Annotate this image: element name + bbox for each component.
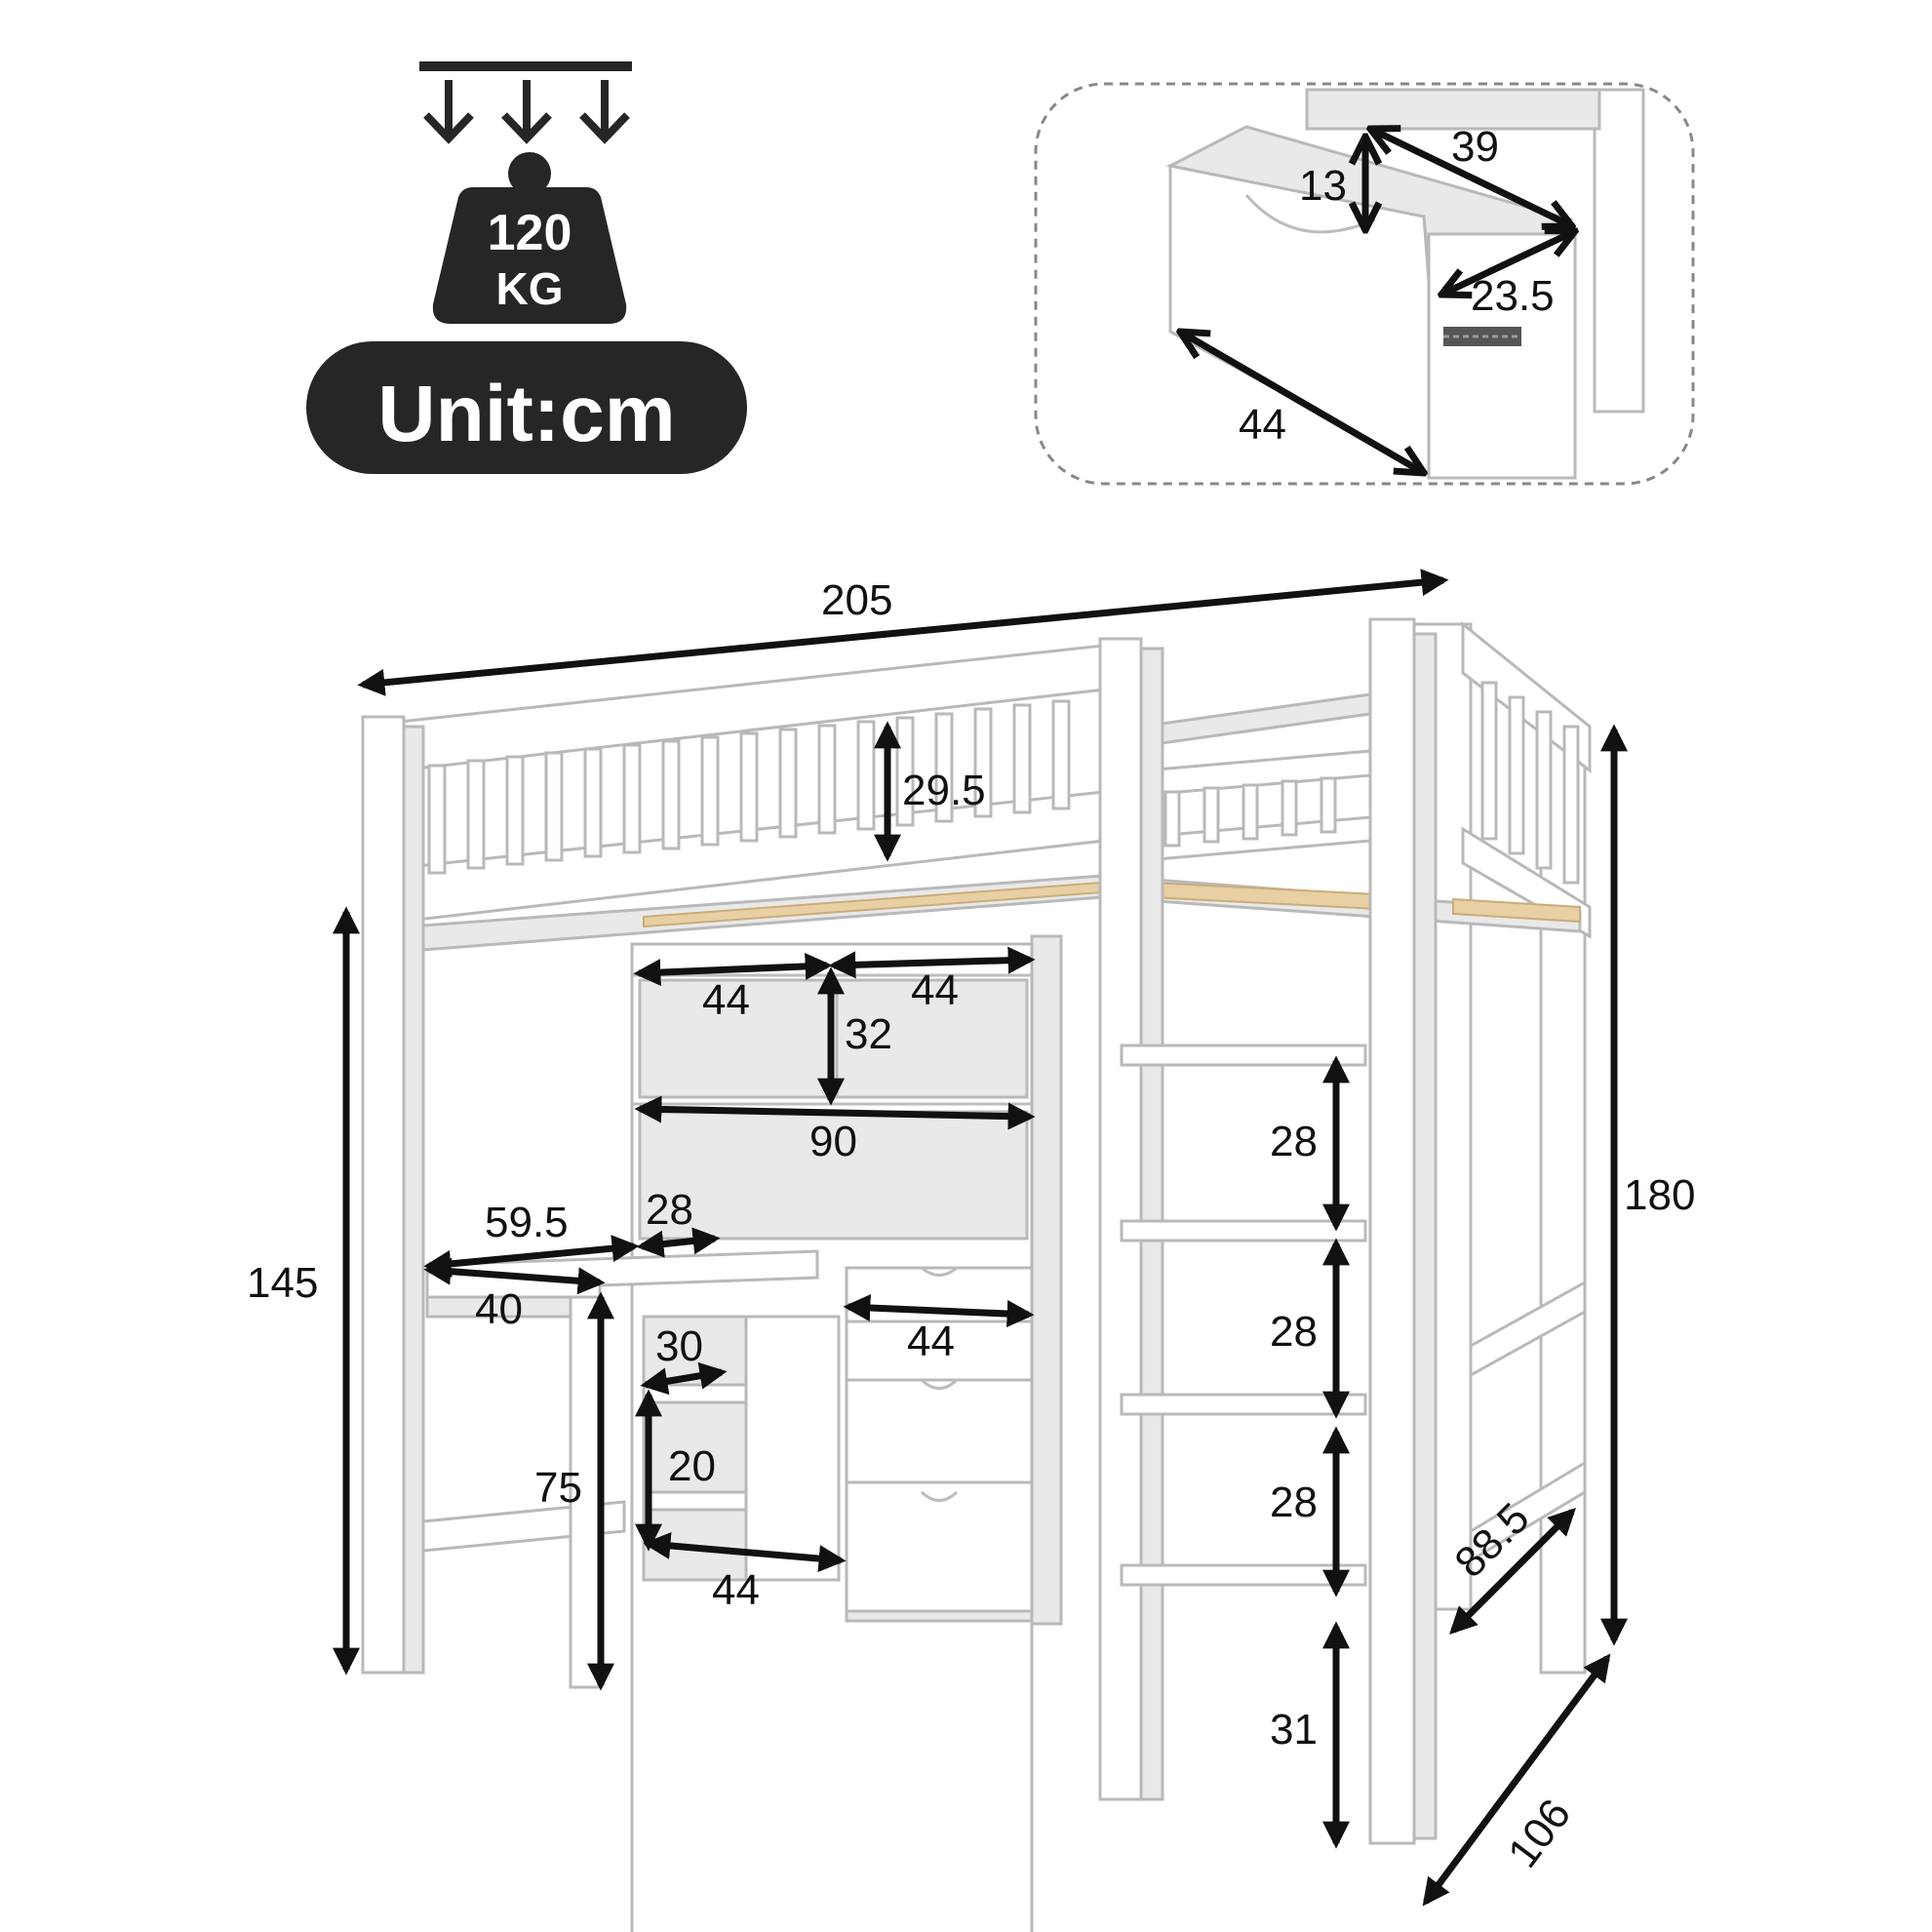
dim-total-width: 106 <box>1422 1653 1611 1907</box>
drawer-width-label: 44 <box>907 1318 955 1365</box>
drawer-width-label: 39 <box>1451 123 1499 171</box>
dim-guardrail-height: 29.5 <box>874 721 986 862</box>
dim-desk-height: 75 <box>534 1291 614 1691</box>
weight-unit: KG <box>496 263 564 314</box>
ladder-step-3-label: 28 <box>1270 1479 1318 1526</box>
drawer-depth-label: 23.5 <box>1471 272 1555 320</box>
hutch-width-label: 90 <box>809 1118 857 1165</box>
dim-shelf-right-width: 44 <box>828 946 1036 1014</box>
dim-total-height: 180 <box>1600 724 1695 1646</box>
dim-desk-depth: 40 <box>423 1257 606 1333</box>
ladder-step-1-label: 28 <box>1270 1118 1318 1165</box>
loft-bed-illustration <box>361 617 1592 1932</box>
front-rail-spindles <box>427 699 1071 875</box>
weight-load-icon: 120 KG <box>419 61 632 324</box>
drawer-length-label: 44 <box>1239 401 1286 449</box>
down-arrow-icon <box>501 80 552 144</box>
dim-shelf-left-width: 44 <box>633 952 833 1024</box>
dim-ladder-bottom: 31 <box>1270 1621 1350 1849</box>
dim-ladder-step-1: 28 <box>1270 1055 1350 1232</box>
dim-under-bed-height: 145 <box>247 906 360 1676</box>
ladder-rungs <box>1120 1044 1367 1587</box>
dim-drawer-width: 44 <box>843 1293 1035 1365</box>
dim-desk-inset: 28 <box>636 1186 721 1258</box>
weight-value: 120 <box>488 205 572 261</box>
total-height-label: 180 <box>1624 1171 1695 1219</box>
back-rail-spindles <box>1480 681 1580 885</box>
total-width-label: 106 <box>1499 1791 1580 1876</box>
drawer-height-label: 13 <box>1299 162 1347 210</box>
down-arrow-icon <box>579 80 630 144</box>
shelf-right-width-label: 44 <box>911 966 959 1014</box>
shelf-left-width-label: 44 <box>702 976 750 1024</box>
shelf-height-label: 32 <box>845 1010 892 1058</box>
desk-depth-label: 40 <box>475 1285 523 1333</box>
dim-ladder-step-2: 28 <box>1270 1238 1350 1419</box>
dim-ladder-step-3: 28 <box>1270 1426 1350 1597</box>
down-arrow-icon <box>423 80 474 144</box>
drawer-width-dim: 39 <box>1370 123 1572 226</box>
drawer-length-dim: 44 <box>1180 332 1424 473</box>
unit-label: Unit:cm <box>377 370 675 458</box>
dim-cubby-height: 20 <box>635 1389 716 1552</box>
desk-height-label: 75 <box>534 1464 582 1512</box>
ladder-bottom-label: 31 <box>1270 1706 1318 1754</box>
dim-total-length: 205 <box>357 569 1449 696</box>
drawer-depth-dim: 23.5 <box>1441 231 1575 320</box>
desk-inset-label: 28 <box>646 1186 693 1234</box>
dim-shelf-height: 32 <box>817 966 892 1106</box>
desk-top-length-label: 59.5 <box>485 1199 569 1246</box>
under-bed-height-label: 145 <box>247 1259 318 1307</box>
cubby-width-label: 44 <box>712 1566 760 1614</box>
dim-hutch-width: 90 <box>634 1095 1036 1165</box>
cubby-height-label: 20 <box>668 1442 716 1490</box>
dim-cubby-depth: 30 <box>640 1322 728 1396</box>
ladder-step-2-label: 28 <box>1270 1308 1318 1356</box>
mid-rail-spindles <box>1163 776 1337 848</box>
cubby-depth-label: 30 <box>655 1322 703 1370</box>
unit-badge: Unit:cm <box>306 341 747 474</box>
guardrail-height-label: 29.5 <box>902 767 986 814</box>
dim-desk-top-length: 59.5 <box>423 1199 640 1278</box>
total-length-label: 205 <box>821 576 892 624</box>
dim-cubby-width: 44 <box>643 1531 847 1614</box>
